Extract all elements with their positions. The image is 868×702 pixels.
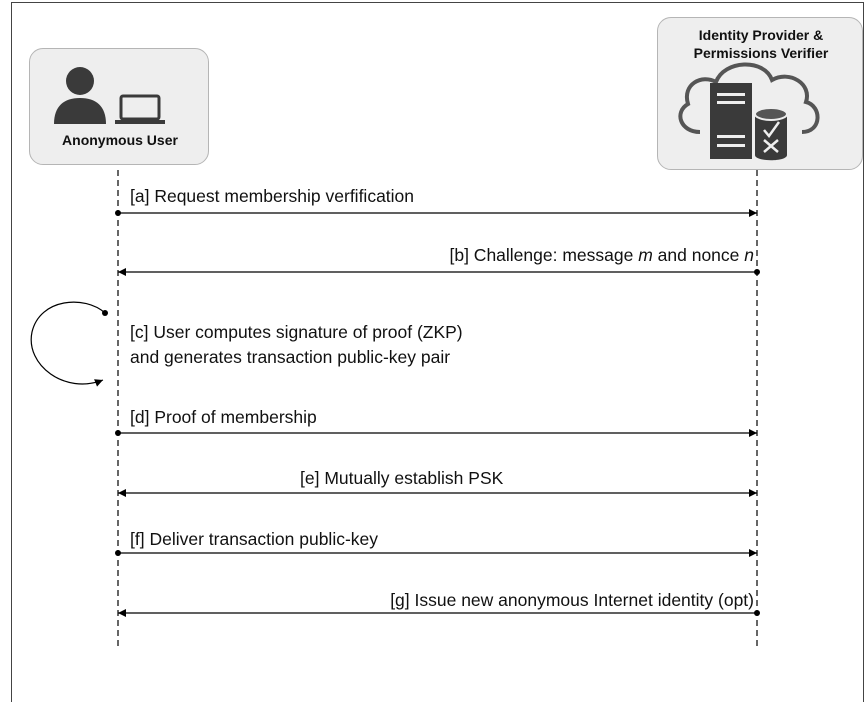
database-icon (754, 107, 788, 161)
identity-provider-label-line1: Identity Provider & (698, 27, 824, 43)
anonymous-user-label: Anonymous User (62, 132, 178, 148)
message-c-label: [c] User computes signature of proof (ZK… (130, 320, 463, 370)
message-d-arrow (115, 429, 757, 437)
message-c-line1: [c] User computes signature of proof (ZK… (130, 322, 463, 342)
message-c-self-loop (30, 301, 108, 387)
laptop-screen-icon (119, 94, 161, 121)
sequence-diagram (30, 62, 820, 650)
person-body-icon (54, 98, 106, 124)
anonymous-user-actor: Anonymous User (29, 48, 209, 165)
person-head-icon (66, 67, 94, 95)
cloud-outline-icon (678, 62, 820, 134)
message-a-arrow (115, 209, 757, 217)
message-f-arrow (115, 549, 757, 557)
laptop-base-icon (115, 120, 165, 124)
message-c-line2: and generates transaction public-key pai… (130, 347, 451, 367)
diagram-frame (11, 2, 864, 702)
cloud-server-database-icon (678, 62, 820, 161)
message-b-label: [b] Challenge: message m and nonce n (449, 245, 754, 265)
identity-provider-label-line2: Permissions Verifier (693, 45, 829, 61)
message-a-label: [a] Request membership verfification (130, 186, 415, 206)
identity-provider-label: Identity Provider & Permissions Verifier (658, 26, 864, 62)
person-laptop-icon (54, 67, 165, 124)
message-d-label: [d] Proof of membership (130, 407, 317, 427)
message-b-arrow (118, 268, 760, 276)
message-g-arrow (118, 609, 760, 617)
message-g-label: [g] Issue new anonymous Internet identit… (390, 590, 754, 610)
message-f-label: [f] Deliver transaction public-key (130, 529, 379, 549)
message-e-label: [e] Mutually establish PSK (300, 468, 504, 488)
